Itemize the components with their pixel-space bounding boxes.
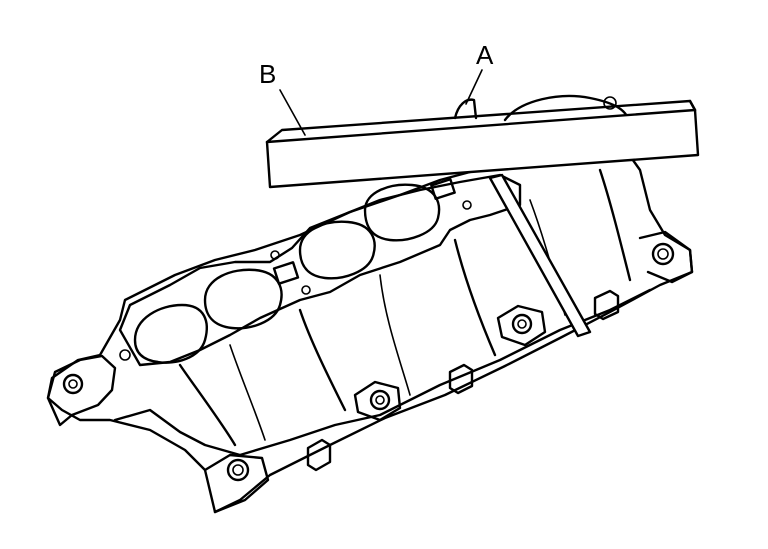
intake-port-1 — [133, 303, 208, 364]
boss-1 — [353, 380, 402, 422]
rail-tab-1 — [306, 438, 332, 472]
plenum-boss — [603, 96, 617, 110]
front-flange-bolt-hole — [226, 458, 250, 482]
lower-rail — [113, 288, 652, 457]
boss-1-hole-inner — [375, 395, 385, 405]
right-flange — [638, 230, 694, 284]
gasket-tab-2 — [430, 178, 456, 200]
boss-2-hole — [511, 313, 533, 335]
feeler-gauge-a-top — [453, 98, 478, 120]
boss-1-hole — [369, 389, 391, 411]
left-flange-bolt-hole-inner — [68, 379, 78, 389]
runner-2-side — [379, 274, 411, 396]
intake-port-4 — [363, 183, 441, 242]
runner-2 — [298, 308, 347, 412]
leader-a — [465, 69, 483, 105]
right-flange-bolt-hole — [651, 242, 675, 266]
gasket-dowel-4 — [270, 250, 280, 260]
runner-3 — [453, 238, 497, 357]
feeler-gauge-a — [488, 173, 592, 338]
rail-tab-2 — [448, 363, 474, 395]
intake-port-2 — [203, 268, 283, 330]
leader-b — [279, 89, 306, 136]
runner-4 — [598, 168, 632, 282]
callout-a: A — [476, 40, 494, 70]
gasket-tab-1 — [272, 261, 300, 285]
front-flange — [203, 453, 270, 514]
gasket-dowel-2 — [301, 285, 311, 295]
right-flange-bolt-hole-inner — [657, 248, 669, 260]
gasket-dowel-1 — [119, 349, 131, 361]
straightedge-b — [265, 108, 700, 189]
callout-b: B — [259, 59, 277, 89]
intake-port-3 — [298, 220, 376, 280]
rail-tab-3 — [593, 289, 620, 321]
runner-1-side — [229, 344, 266, 441]
plenum-top — [503, 94, 632, 127]
boss-2-hole-inner — [517, 319, 527, 329]
boss-2 — [496, 304, 547, 347]
runner-1 — [178, 363, 237, 447]
left-flange-bolt-hole — [62, 373, 84, 395]
front-flange-bolt-hole-inner — [232, 464, 244, 476]
straightedge-b-end — [688, 99, 697, 112]
left-flange — [46, 354, 117, 427]
gasket-dowel-3 — [462, 200, 472, 210]
